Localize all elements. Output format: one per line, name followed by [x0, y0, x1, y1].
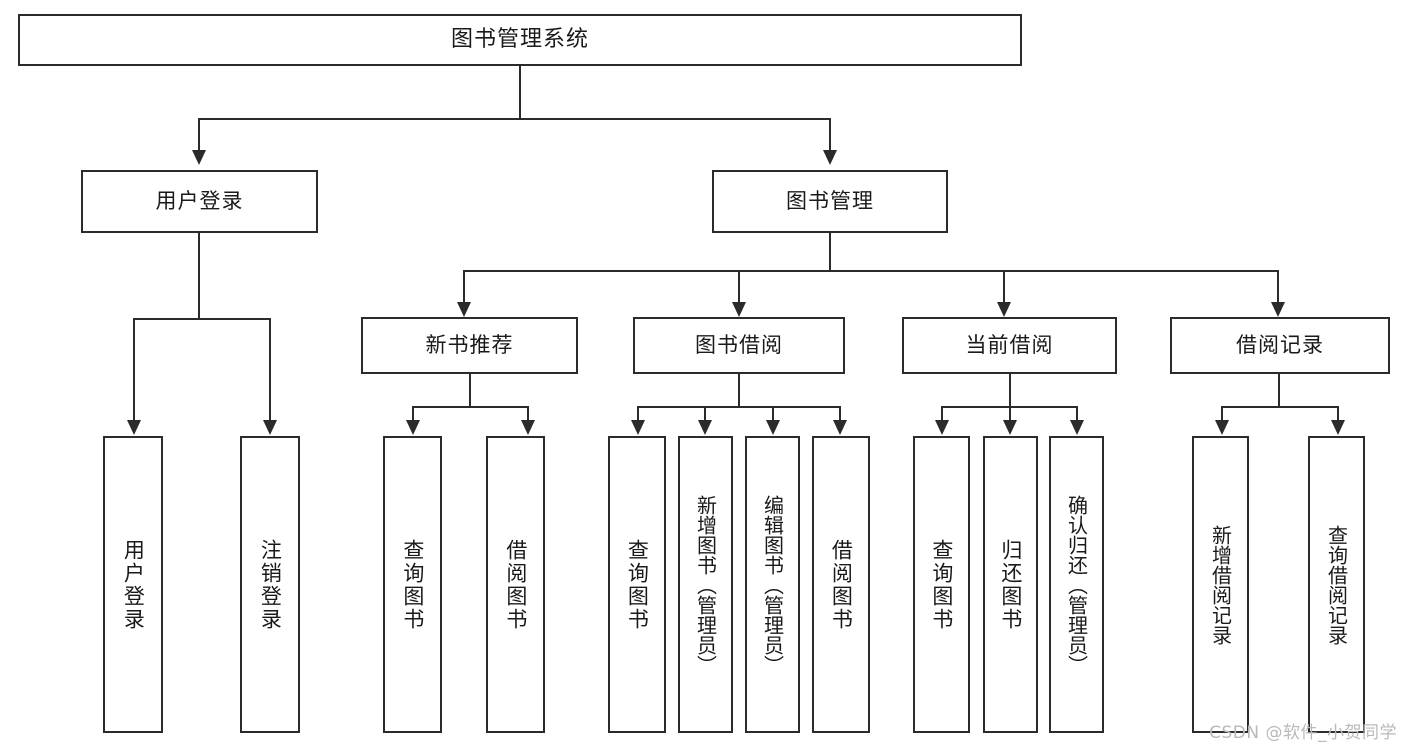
connector-book-borrow-stem	[738, 374, 740, 407]
node-book-manage[interactable]: 图书管理	[712, 170, 948, 233]
node-new-book-label: 新书推荐	[425, 333, 514, 358]
connector-current-borrow-stem	[1009, 374, 1011, 407]
leaf-current-borrow-2[interactable]: 确认归还（管理员）	[1049, 436, 1104, 733]
leaf-book-borrow-1[interactable]: 新增图书（管理员）	[678, 436, 733, 733]
leaf-current-borrow-1[interactable]: 归还图书	[983, 436, 1038, 733]
arrow-to-new-book	[457, 302, 471, 317]
connector-root-stem	[519, 66, 521, 119]
arrow-book-borrow-child-1	[698, 420, 712, 435]
node-borrow-record-label: 借阅记录	[1236, 333, 1324, 358]
connector-borrow-record-child-0	[1221, 406, 1223, 422]
leaf-book-borrow-2[interactable]: 编辑图书（管理员）	[745, 436, 800, 733]
connector-book-borrow-bus	[637, 406, 841, 408]
node-book-borrow-label: 图书借阅	[695, 333, 783, 358]
arrow-new-book-child-1	[521, 420, 535, 435]
leaf-borrow-record-1-label: 查询借阅记录	[1324, 524, 1349, 645]
connector-new-book-child-1	[527, 406, 529, 422]
leaf-current-borrow-0-label: 查询图书	[929, 538, 954, 631]
arrow-to-current-borrow	[997, 302, 1011, 317]
arrow-book-borrow-child-3	[833, 420, 847, 435]
leaf-user-login-1[interactable]: 注销登录	[240, 436, 300, 733]
connector-new-book-child-0	[412, 406, 414, 422]
leaf-book-borrow-0-label: 查询图书	[625, 538, 650, 631]
arrow-user-login-child-1	[263, 420, 277, 435]
leaf-current-borrow-2-label: 确认归还（管理员）	[1064, 494, 1089, 675]
leaf-user-login-0-label: 用户登录	[121, 538, 146, 631]
connector-user-login-bus	[133, 318, 270, 320]
leaf-borrow-record-0[interactable]: 新增借阅记录	[1192, 436, 1249, 733]
connector-book-borrow-child-3	[839, 406, 841, 422]
arrow-borrow-record-child-0	[1215, 420, 1229, 435]
arrow-user-login-child-0	[127, 420, 141, 435]
node-user-login[interactable]: 用户登录	[81, 170, 318, 233]
arrow-book-borrow-child-0	[631, 420, 645, 435]
connector-borrow-record-child-1	[1337, 406, 1339, 422]
leaf-book-borrow-1-label: 新增图书（管理员）	[693, 494, 718, 675]
arrow-borrow-record-child-1	[1331, 420, 1345, 435]
connector-book-manage-stem	[829, 233, 831, 271]
connector-current-borrow-child-2	[1076, 406, 1078, 422]
leaf-new-book-0-label: 查询图书	[400, 538, 425, 631]
leaf-borrow-record-0-label: 新增借阅记录	[1208, 524, 1233, 645]
node-root-label: 图书管理系统	[450, 27, 589, 53]
connector-new-book-bus	[412, 406, 529, 408]
connector-book-borrow-child-0	[637, 406, 639, 422]
leaf-book-borrow-3-label: 借阅图书	[829, 538, 854, 631]
arrow-to-borrow-record	[1271, 302, 1285, 317]
arrow-to-book-manage	[823, 150, 837, 165]
leaf-current-borrow-1-label: 归还图书	[998, 538, 1023, 631]
node-current-borrow-label: 当前借阅	[965, 333, 1054, 358]
connector-level2-bus	[198, 118, 831, 120]
connector-to-user-login	[198, 118, 200, 151]
arrow-current-borrow-child-2	[1070, 420, 1084, 435]
connector-current-borrow-child-1	[1009, 406, 1011, 422]
leaf-new-book-0[interactable]: 查询图书	[383, 436, 442, 733]
connector-to-book-borrow	[738, 270, 740, 303]
connector-to-borrow-record	[1277, 270, 1279, 303]
leaf-borrow-record-1[interactable]: 查询借阅记录	[1308, 436, 1365, 733]
leaf-current-borrow-0[interactable]: 查询图书	[913, 436, 970, 733]
connector-book-borrow-child-2	[772, 406, 774, 422]
node-book-borrow[interactable]: 图书借阅	[633, 317, 845, 374]
connector-level3-bus	[463, 270, 1277, 272]
node-user-login-label: 用户登录	[155, 189, 244, 214]
node-book-manage-label: 图书管理	[786, 189, 874, 214]
connector-borrow-record-stem	[1278, 374, 1280, 407]
leaf-user-login-0[interactable]: 用户登录	[103, 436, 163, 733]
leaf-new-book-1[interactable]: 借阅图书	[486, 436, 545, 733]
connector-borrow-record-bus	[1221, 406, 1339, 408]
leaf-book-borrow-0[interactable]: 查询图书	[608, 436, 666, 733]
node-borrow-record[interactable]: 借阅记录	[1170, 317, 1390, 374]
leaf-new-book-1-label: 借阅图书	[503, 538, 528, 631]
connector-new-book-stem	[469, 374, 471, 407]
arrow-book-borrow-child-2	[766, 420, 780, 435]
leaf-book-borrow-3[interactable]: 借阅图书	[812, 436, 870, 733]
node-root[interactable]: 图书管理系统	[18, 14, 1022, 66]
connector-to-new-book	[463, 270, 465, 303]
node-new-book[interactable]: 新书推荐	[361, 317, 578, 374]
connector-book-borrow-child-1	[704, 406, 706, 422]
leaf-book-borrow-2-label: 编辑图书（管理员）	[760, 494, 785, 675]
connector-user-login-stem	[198, 233, 200, 319]
arrow-current-borrow-child-0	[935, 420, 949, 435]
arrow-to-book-borrow	[732, 302, 746, 317]
connector-user-login-child-0	[133, 318, 135, 421]
arrow-new-book-child-0	[406, 420, 420, 435]
connector-to-book-manage	[829, 118, 831, 151]
connector-current-borrow-child-0	[941, 406, 943, 422]
connector-to-current-borrow	[1003, 270, 1005, 303]
node-current-borrow[interactable]: 当前借阅	[902, 317, 1117, 374]
arrow-current-borrow-child-1	[1003, 420, 1017, 435]
connector-user-login-child-1	[269, 318, 271, 421]
arrow-to-user-login	[192, 150, 206, 165]
leaf-user-login-1-label: 注销登录	[258, 538, 283, 631]
